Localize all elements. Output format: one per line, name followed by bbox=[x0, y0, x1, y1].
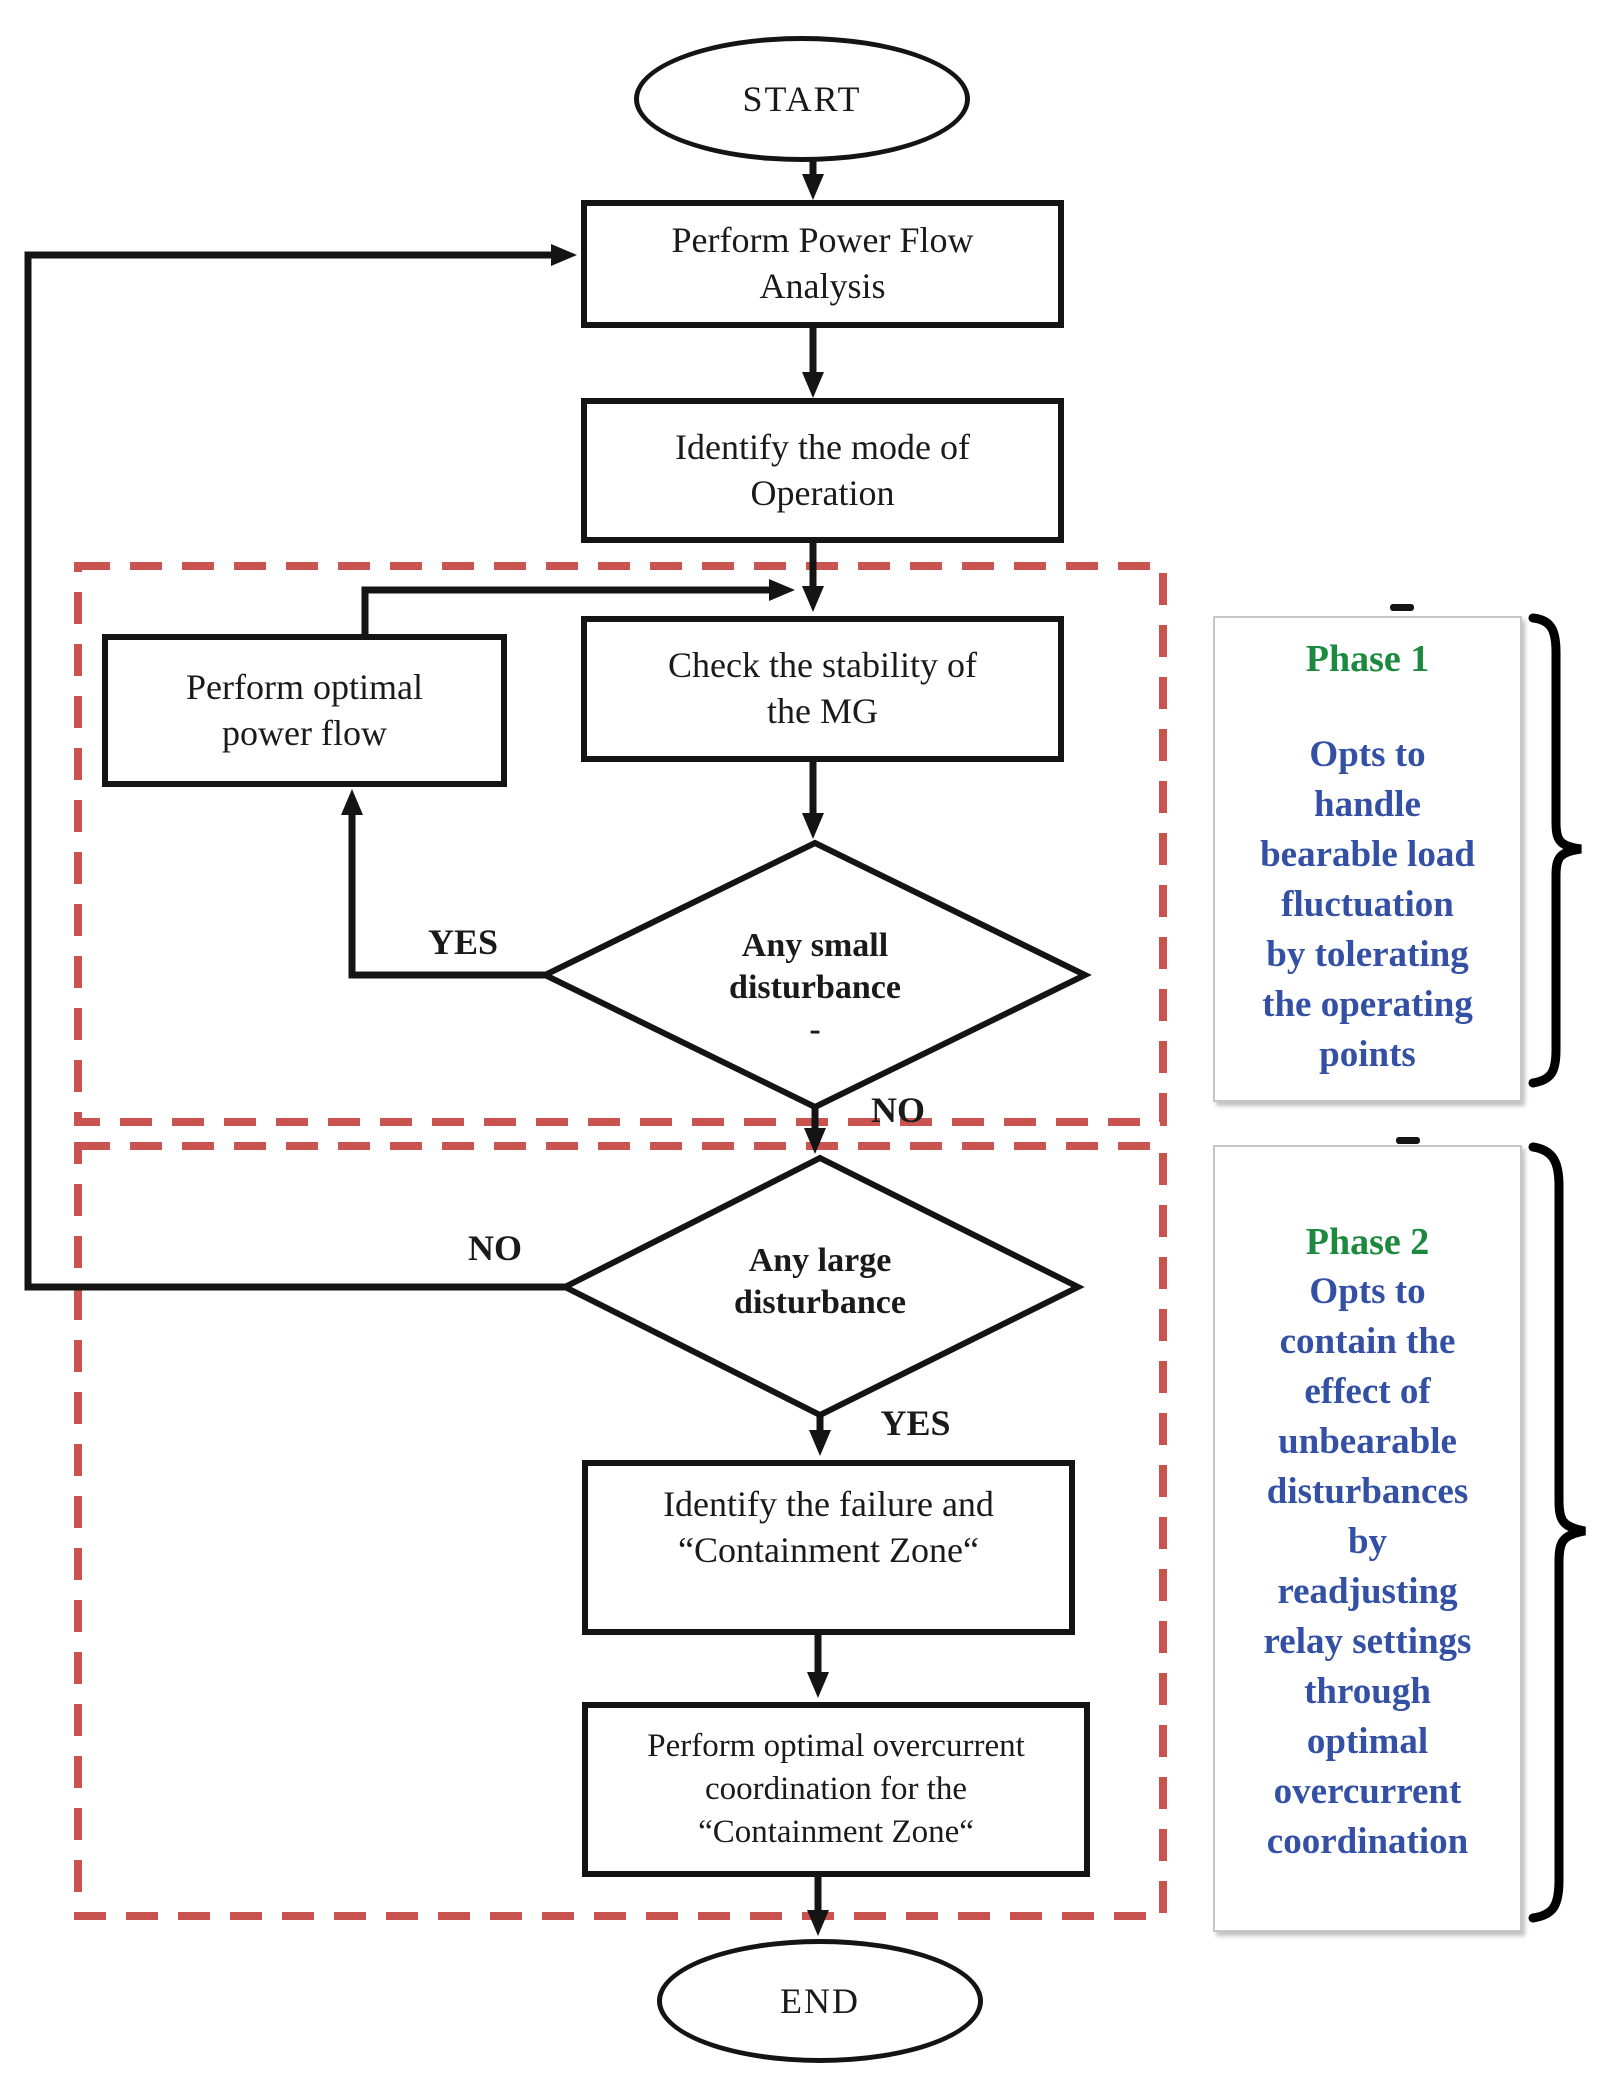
end-label: END bbox=[780, 1981, 860, 2021]
phase2-panel: Phase 2 Opts to contain the effect of un… bbox=[1213, 1145, 1522, 1932]
process-identify-failure: Identify the failure and “Containment Zo… bbox=[582, 1460, 1075, 1635]
label-yes-small-disturbance: YES bbox=[427, 922, 499, 962]
phase1-brace bbox=[1528, 613, 1582, 1088]
phase1-boundary-box bbox=[74, 562, 1167, 1126]
phase2-brace bbox=[1528, 1142, 1586, 1923]
arrow-no-loop-to-powerflow bbox=[24, 244, 577, 1291]
arrow-optimalpowerflow-to-checkstability bbox=[361, 579, 795, 636]
process-identify-mode: Identify the mode of Operation bbox=[581, 398, 1064, 543]
stray-mark-phase2 bbox=[1396, 1137, 1420, 1144]
process-power-flow-analysis: Perform Power Flow Analysis bbox=[581, 200, 1064, 328]
stray-mark-phase1 bbox=[1390, 604, 1414, 611]
phase1-panel: Phase 1 Opts to handle bearable load flu… bbox=[1213, 616, 1522, 1102]
start-label: START bbox=[742, 79, 862, 119]
process-overcurrent-coordination: Perform optimal overcurrent coordination… bbox=[582, 1702, 1090, 1877]
small-disturbance-text: Any small disturbance - bbox=[729, 927, 901, 1049]
label-yes-large-disturbance: YES bbox=[880, 1403, 951, 1443]
large-disturbance-text: Any large disturbance bbox=[734, 1242, 906, 1322]
process-optimal-power-flow: Perform optimal power flow bbox=[102, 634, 507, 787]
arrow-yes-to-optimalpowerflow bbox=[341, 789, 545, 979]
process-check-stability: Check the stability of the MG bbox=[581, 616, 1064, 762]
phase1-description: Opts to handle bearable load fluctuation… bbox=[1260, 734, 1475, 1075]
end-node: END bbox=[657, 1939, 983, 2063]
phase2-boundary-box bbox=[74, 1142, 1167, 1920]
label-no-large-disturbance: NO bbox=[468, 1228, 522, 1268]
phase2-title: Phase 2 bbox=[1305, 1221, 1430, 1263]
label-no-small-disturbance: NO bbox=[871, 1090, 925, 1130]
phase2-description: Opts to contain the effect of unbearable… bbox=[1263, 1271, 1472, 1862]
start-node: START bbox=[634, 36, 970, 162]
phase1-title: Phase 1 bbox=[1305, 638, 1430, 680]
